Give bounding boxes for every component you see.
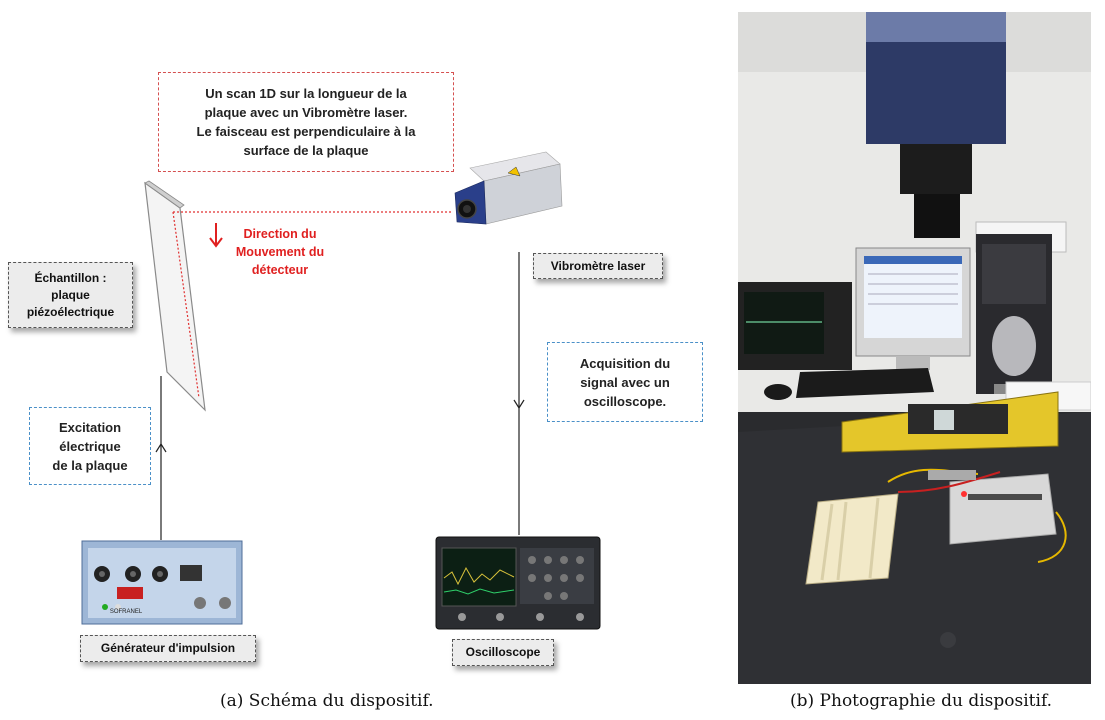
acquisition-line-1: Acquisition du bbox=[579, 355, 671, 371]
acquisition-line-3: oscilloscope. bbox=[583, 393, 667, 409]
direction-line-3: détecteur bbox=[251, 263, 309, 277]
scan-note-line-4: surface de la plaque bbox=[243, 143, 369, 158]
vibrometer-label: Vibromètre laser bbox=[533, 253, 663, 279]
excitation-line-1: Excitation bbox=[58, 419, 122, 435]
acquisition-line-2: signal avec un bbox=[580, 374, 670, 390]
sample-label-line-3: piézoélectrique bbox=[26, 304, 115, 319]
generator-image: SOFRANEL bbox=[81, 540, 243, 625]
direction-line-1: Direction du bbox=[243, 227, 317, 241]
caption-b: (b) Photographie du dispositif. bbox=[790, 691, 1053, 711]
scan-line bbox=[172, 211, 200, 399]
generator-label: Générateur d'impulsion bbox=[80, 635, 256, 662]
photo-breadboard bbox=[805, 493, 899, 585]
scan-note-line-3: Le faisceau est perpendiculaire à la bbox=[196, 124, 416, 139]
scan-note-line-1: Un scan 1D sur la longueur de la bbox=[205, 86, 407, 101]
vibrometer-image bbox=[454, 151, 563, 225]
sample-label: Échantillon : plaque piézoélectrique bbox=[8, 262, 133, 328]
photo-keyboard bbox=[796, 368, 934, 398]
oscilloscope-image bbox=[435, 536, 601, 630]
excitation-note: Excitation électrique de la plaque bbox=[29, 407, 151, 485]
photo-plate bbox=[949, 473, 1057, 545]
excitation-arrow bbox=[155, 442, 167, 453]
direction-line-2: Mouvement du bbox=[235, 245, 325, 259]
sample-label-line-2: plaque bbox=[51, 287, 90, 302]
signal-arrow bbox=[513, 399, 525, 410]
excitation-line-3: de la plaque bbox=[52, 457, 128, 473]
schema-lines: SOFRANEL bbox=[81, 151, 601, 630]
scan-note: Un scan 1D sur la longueur de la plaque … bbox=[158, 72, 454, 172]
excitation-line-2: électrique bbox=[59, 438, 121, 454]
direction-note: Direction du Mouvement du détecteur bbox=[225, 225, 335, 279]
generator-brand: SOFRANEL bbox=[110, 609, 143, 615]
acquisition-note: Acquisition du signal avec un oscillosco… bbox=[547, 342, 703, 422]
caption-a: (a) Schéma du dispositif. bbox=[220, 691, 434, 711]
sample-label-line-1: Échantillon : bbox=[34, 270, 107, 285]
setup-photo bbox=[738, 12, 1091, 684]
oscilloscope-label: Oscilloscope bbox=[452, 639, 554, 666]
scan-note-line-2: plaque avec un Vibromètre laser. bbox=[204, 105, 408, 120]
